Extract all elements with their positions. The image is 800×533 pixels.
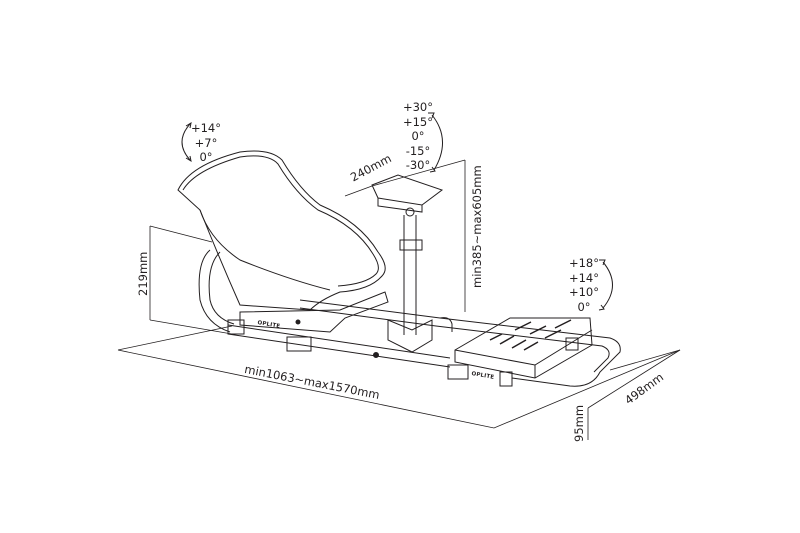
dimension-lines [117, 159, 681, 440]
wheel-plate [371, 174, 444, 206]
seat-rotation-arrow-icon [181, 123, 191, 161]
wheel-angle-label: +30° [402, 100, 434, 114]
pedal-angle-label: 0° [577, 299, 591, 314]
wheel-angle-label: -15° [405, 143, 431, 158]
pedal-rotation-arrow-icon [602, 261, 613, 309]
pedal-height-label: 95mm [572, 404, 586, 442]
pedal-angle-label: +10° [568, 285, 600, 299]
bucket-seat [177, 150, 386, 311]
wheel-rotation-arrow-icon [431, 114, 443, 171]
wheel-angle-label: 0° [411, 129, 425, 143]
wheel-mount [371, 174, 444, 353]
seat-height-label: 219mm [136, 251, 150, 296]
seat-rear-tube [198, 249, 231, 333]
seat-angle-labels: +14° +7° 0° [190, 121, 222, 165]
base-frame [198, 249, 621, 387]
wheel-angle-label: +15° [402, 114, 434, 129]
pedal-angle-labels: +18° +14° +10° 0° [566, 256, 602, 314]
pedal-plate [454, 317, 593, 379]
rotation-arrows [181, 112, 613, 311]
seat-angle-label: 0° [199, 150, 213, 164]
pedal-angle-label: +14° [568, 270, 600, 285]
seat-angle-label: +14° [190, 121, 222, 135]
wheel-angle-label: -30° [405, 158, 431, 172]
pedal-angle-label: +18° [568, 256, 600, 270]
seat-slider-plate [239, 291, 389, 333]
wheel-angle-labels: +30° +15° 0° -15° -30° [400, 100, 436, 173]
seat-angle-label: +7° [194, 135, 218, 150]
wheel-height-label: min385~max605mm [470, 165, 484, 288]
